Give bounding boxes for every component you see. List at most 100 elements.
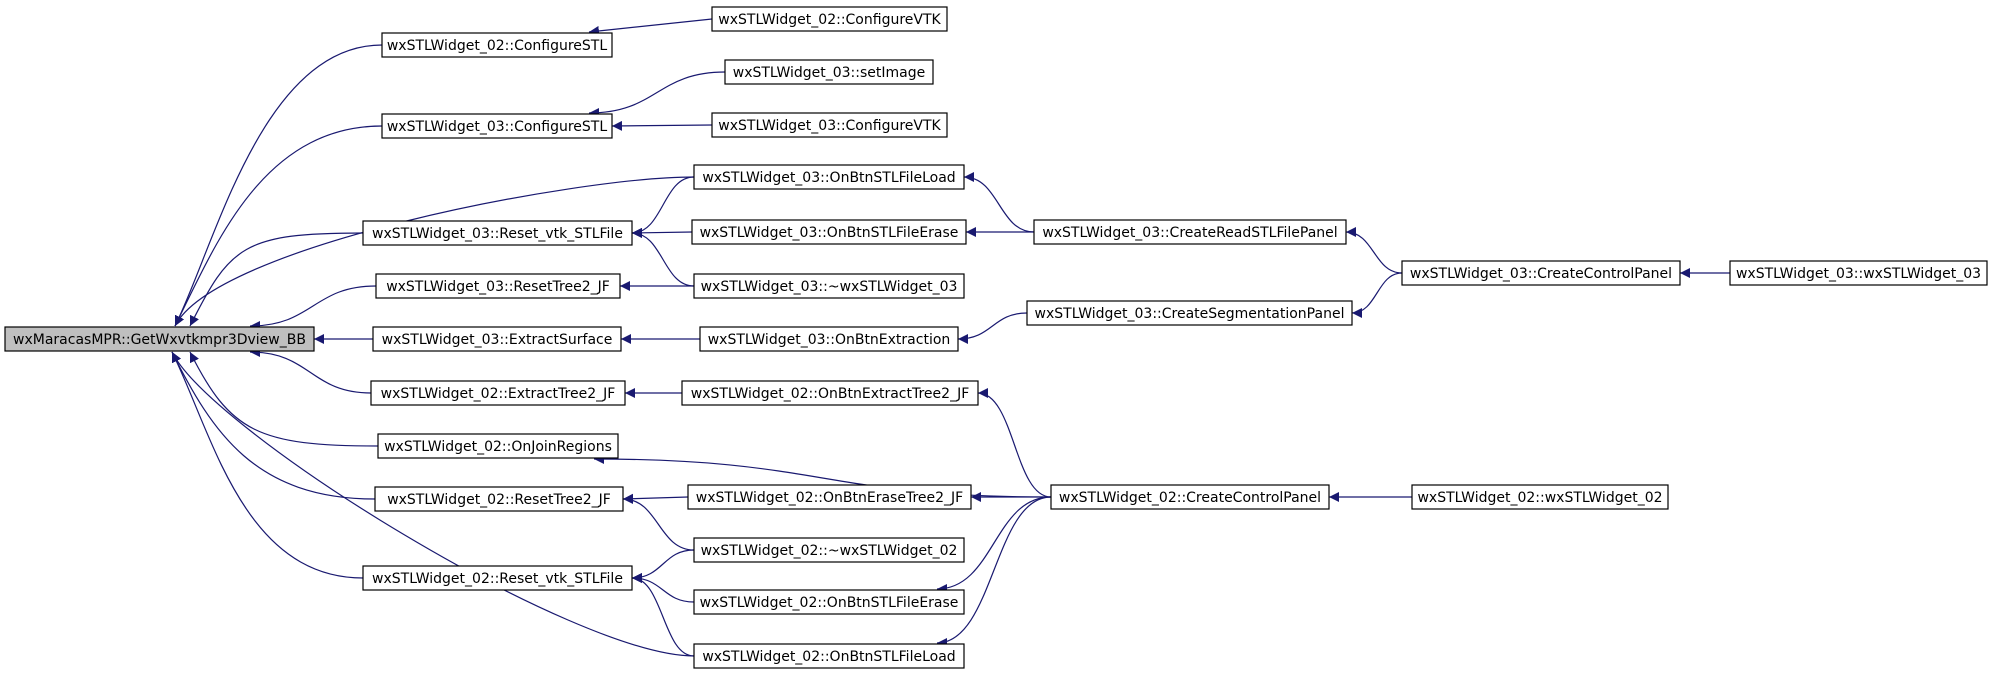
node-label: wxMaracasMPR::GetWxvtkmpr3Dview_BB [13, 332, 306, 348]
edge-n03_createctrl-to-n03_createread [1345, 227, 1403, 274]
edge-n02_cfgvtk-to-n02_cfgstl [588, 18, 713, 36]
node-n03_extract[interactable]: wxSTLWidget_03::ExtractSurface [372, 326, 622, 352]
edge-n02_btnload-to-root [171, 351, 695, 657]
node-n03_dtor[interactable]: wxSTLWidget_03::~wxSTLWidget_03 [693, 273, 965, 299]
node-box [1050, 484, 1330, 510]
node-box [693, 164, 965, 190]
node-n03_cfgvtk[interactable]: wxSTLWidget_03::ConfigureVTK [711, 112, 948, 138]
node-n02_cfgstl[interactable]: wxSTLWidget_02::ConfigureSTL [381, 32, 613, 58]
node-label: wxSTLWidget_02::Reset_vtk_STLFile [372, 571, 623, 587]
node-n02_btnload[interactable]: wxSTLWidget_02::OnBtnSTLFileLoad [693, 643, 965, 669]
edge-n02_extracttree-to-root [249, 347, 372, 394]
node-label: wxSTLWidget_02::ConfigureVTK [718, 12, 941, 28]
edge-n02_dtor-to-n02_resettree [622, 494, 695, 551]
edge-n02_createctrl-to-n02_btnerase [936, 496, 1052, 594]
node-label: wxSTLWidget_02::~wxSTLWidget_02 [701, 543, 958, 559]
node-label: wxSTLWidget_03::CreateReadSTLFilePanel [1042, 225, 1337, 241]
node-label: wxSTLWidget_03::Reset_vtk_STLFile [372, 226, 623, 242]
edge-n02_cfgstl-to-root [174, 44, 383, 327]
node-n03_setimage[interactable]: wxSTLWidget_03::setImage [724, 59, 934, 85]
node-n02_cfgvtk[interactable]: wxSTLWidget_02::ConfigureVTK [711, 6, 948, 32]
edge-n02_btnerase-to-n02_reset [631, 573, 695, 603]
edge-n02_createctrl-to-n02_btnextracttree [977, 388, 1052, 498]
edge-n02_dtor-to-n02_reset [631, 549, 695, 583]
nodes: wxMaracasMPR::GetWxvtkmpr3Dview_BBwxSTLW… [4, 6, 1988, 669]
node-label: wxSTLWidget_03::OnBtnSTLFileErase [700, 225, 959, 241]
node-label: wxSTLWidget_02::OnBtnExtractTree2_JF [691, 386, 970, 402]
node-n03_btnextract[interactable]: wxSTLWidget_03::OnBtnExtraction [699, 326, 959, 352]
node-n03_btnload[interactable]: wxSTLWidget_03::OnBtnSTLFileLoad [693, 164, 965, 190]
node-n02_reset[interactable]: wxSTLWidget_02::Reset_vtk_STLFile [362, 565, 633, 591]
node-label: wxSTLWidget_03::~wxSTLWidget_03 [701, 279, 958, 295]
node-label: wxSTLWidget_03::ResetTree2_JF [386, 279, 610, 295]
node-label: wxSTLWidget_02::OnBtnEraseTree2_JF [696, 490, 963, 506]
edge-n03_setimage-to-n03_cfgstl [588, 71, 726, 118]
node-root[interactable]: wxMaracasMPR::GetWxvtkmpr3Dview_BB [4, 326, 315, 352]
node-label: wxSTLWidget_02::ConfigureSTL [387, 38, 608, 54]
node-label: wxSTLWidget_03::ConfigureVTK [718, 118, 941, 134]
node-n02_btnerasetree[interactable]: wxSTLWidget_02::OnBtnEraseTree2_JF [687, 484, 972, 510]
node-box [1401, 260, 1681, 286]
node-n02_extracttree[interactable]: wxSTLWidget_02::ExtractTree2_JF [370, 380, 626, 406]
node-box [381, 113, 613, 139]
edge-n03_createread-to-n03_btnload [963, 172, 1035, 233]
node-n03_resettree[interactable]: wxSTLWidget_03::ResetTree2_JF [375, 273, 621, 299]
edge-n02_join-to-root [189, 351, 379, 447]
edge-n02_btnload-to-n02_reset [631, 573, 695, 657]
node-label: wxSTLWidget_03::ConfigureSTL [387, 119, 608, 135]
node-box [693, 643, 965, 669]
node-n03_createseg[interactable]: wxSTLWidget_03::CreateSegmentationPanel [1026, 300, 1353, 326]
node-box [375, 273, 621, 299]
node-n03_ctor[interactable]: wxSTLWidget_03::wxSTLWidget_03 [1729, 260, 1988, 286]
node-box [1729, 260, 1988, 286]
edge-n02_resettree-to-root [171, 351, 376, 500]
node-n02_btnerase[interactable]: wxSTLWidget_02::OnBtnSTLFileErase [693, 589, 965, 615]
node-box [377, 433, 619, 459]
node-label: wxSTLWidget_02::OnBtnSTLFileErase [700, 595, 959, 611]
node-box [699, 326, 959, 352]
node-box [381, 32, 613, 58]
node-label: wxSTLWidget_03::setImage [733, 65, 925, 81]
node-box [372, 326, 622, 352]
node-label: wxSTLWidget_02::ResetTree2_JF [387, 492, 611, 508]
node-box [1026, 300, 1353, 326]
node-box [693, 589, 965, 615]
node-box [687, 484, 972, 510]
node-label: wxSTLWidget_03::OnBtnSTLFileLoad [702, 170, 955, 186]
node-n02_ctor[interactable]: wxSTLWidget_02::wxSTLWidget_02 [1411, 484, 1669, 510]
node-box [362, 565, 633, 591]
node-n03_createread[interactable]: wxSTLWidget_03::CreateReadSTLFilePanel [1033, 219, 1347, 245]
node-box [4, 326, 315, 352]
node-n02_btnextracttree[interactable]: wxSTLWidget_02::OnBtnExtractTree2_JF [681, 380, 979, 406]
node-n03_btnerase[interactable]: wxSTLWidget_03::OnBtnSTLFileErase [691, 219, 967, 245]
node-n02_join[interactable]: wxSTLWidget_02::OnJoinRegions [377, 433, 619, 459]
node-box [362, 220, 633, 246]
edge-n03_btnload-to-n03_reset [631, 176, 695, 238]
node-box [693, 537, 965, 563]
edge-n03_createctrl-to-n03_createseg [1351, 272, 1403, 318]
node-box [691, 219, 967, 245]
node-n02_dtor[interactable]: wxSTLWidget_02::~wxSTLWidget_02 [693, 537, 965, 563]
edge-n03_dtor-to-n03_reset [631, 228, 695, 287]
node-box [693, 273, 965, 299]
edge-n03_btnerase-to-n03_reset [631, 227, 693, 238]
edge-n02_btnerasetree-to-n02_resettree [622, 493, 689, 504]
node-label: wxSTLWidget_02::OnBtnSTLFileLoad [702, 649, 955, 665]
node-n02_resettree[interactable]: wxSTLWidget_02::ResetTree2_JF [374, 486, 624, 512]
node-n02_createctrl[interactable]: wxSTLWidget_02::CreateControlPanel [1050, 484, 1330, 510]
node-box [711, 112, 948, 138]
node-n03_createctrl[interactable]: wxSTLWidget_03::CreateControlPanel [1401, 260, 1681, 286]
edge-n02_createctrl-to-n02_btnload [936, 496, 1052, 648]
node-n03_cfgstl[interactable]: wxSTLWidget_03::ConfigureSTL [381, 113, 613, 139]
node-label: wxSTLWidget_03::OnBtnExtraction [708, 332, 951, 348]
edge-n03_btnload-to-root [174, 176, 695, 327]
node-label: wxSTLWidget_03::ExtractSurface [382, 332, 613, 348]
node-label: wxSTLWidget_03::CreateSegmentationPanel [1035, 306, 1345, 322]
node-label: wxSTLWidget_02::OnJoinRegions [384, 439, 612, 455]
node-label: wxSTLWidget_02::CreateControlPanel [1059, 490, 1321, 506]
node-box [374, 486, 624, 512]
edge-n03_cfgstl-to-root [174, 125, 383, 327]
node-n03_reset[interactable]: wxSTLWidget_03::Reset_vtk_STLFile [362, 220, 633, 246]
node-label: wxSTLWidget_03::CreateControlPanel [1410, 266, 1672, 282]
